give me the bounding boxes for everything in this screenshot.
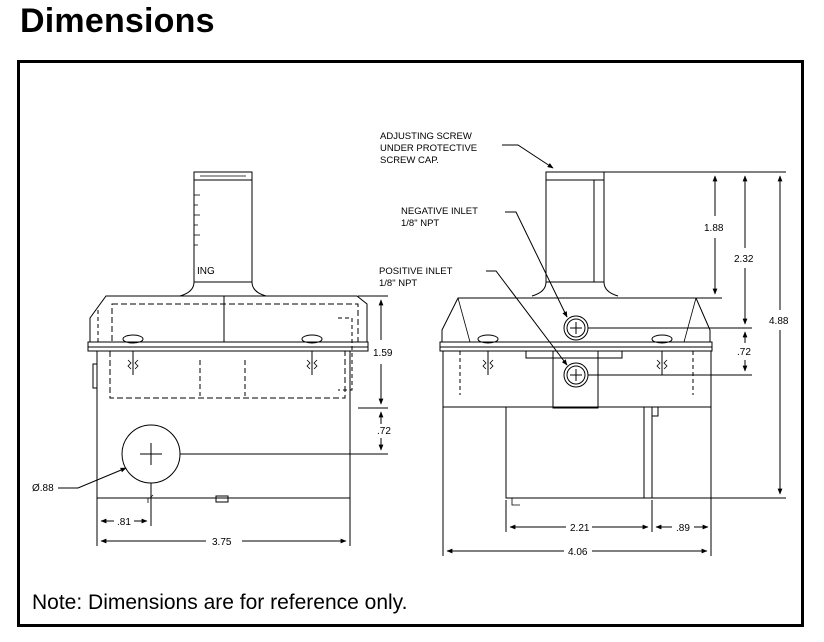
dim-0-72-right: .72 — [737, 347, 751, 358]
right-view — [439, 144, 786, 556]
dim-3-75: 3.75 — [212, 537, 232, 548]
callout-adjusting-screw-line3: SCREW CAP. — [380, 155, 439, 166]
callout-adjusting-screw-line1: ADJUSTING SCREW — [380, 131, 472, 142]
dim-diameter: Ø.88 — [32, 483, 54, 494]
reference-note: Note: Dimensions are for reference only. — [32, 591, 408, 614]
dim-0-89: .89 — [676, 523, 690, 534]
dim-2-21: 2.21 — [570, 523, 590, 534]
callout-positive-inlet-line1: POSITIVE INLET — [379, 266, 453, 277]
dim-0-72-left: .72 — [377, 426, 391, 437]
left-column — [193, 171, 253, 283]
dim-0-81: .81 — [117, 517, 131, 528]
left-column-fragment: ING — [197, 266, 215, 277]
dim-4-06: 4.06 — [568, 547, 588, 558]
callout-negative-inlet-line1: NEGATIVE INLET — [401, 206, 478, 217]
right-column — [545, 171, 605, 283]
callout-adjusting-screw-line2: UNDER PROTECTIVE — [380, 143, 477, 154]
dim-2-32: 2.32 — [734, 254, 754, 265]
dim-1-88: 1.88 — [704, 223, 724, 234]
dim-1-59: 1.59 — [373, 348, 393, 359]
dim-4-88: 4.88 — [769, 316, 789, 327]
drawing-frame — [17, 60, 804, 627]
callout-negative-inlet-line2: 1/8" NPT — [401, 218, 439, 229]
callout-positive-inlet-line2: 1/8" NPT — [379, 278, 417, 289]
left-body — [96, 350, 351, 499]
left-view — [58, 171, 388, 546]
page-title: Dimensions — [20, 2, 215, 40]
